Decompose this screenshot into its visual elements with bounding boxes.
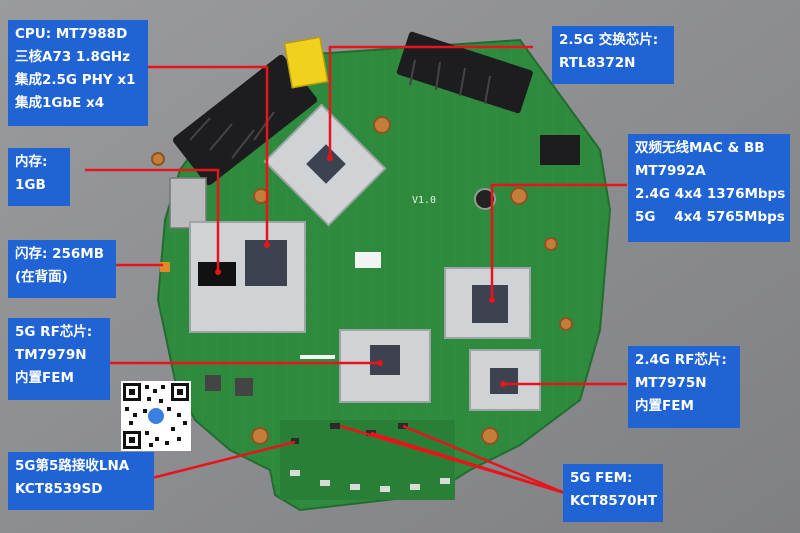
label-switch-line-1: 2.5G 交换芯片: bbox=[559, 32, 659, 48]
label-fem-line-2: KCT8570HT bbox=[570, 493, 658, 509]
label-wifi-mac-line-1: 双频无线MAC & BB bbox=[635, 140, 765, 156]
label-wifi-mac-line-4: 5G 4x4 5765Mbps bbox=[635, 209, 785, 225]
label-cpu-line-3: 集成2.5G PHY x1 bbox=[15, 72, 136, 88]
label-memory-line-1: 内存: bbox=[15, 154, 48, 170]
label-lna-line-2: KCT8539SD bbox=[15, 481, 103, 497]
label-rf5g-line-1: 5G RF芯片: bbox=[15, 324, 93, 340]
label-switch: 2.5G 交换芯片: RTL8372N bbox=[552, 26, 674, 84]
wifi-mac-chip bbox=[472, 285, 508, 323]
label-lna: 5G第5路接收LNA KCT8539SD bbox=[8, 452, 154, 510]
label-rf24g: 2.4G RF芯片: MT7975N 内置FEM bbox=[628, 346, 740, 428]
label-fem: 5G FEM: KCT8570HT bbox=[563, 464, 663, 522]
label-memory-line-2: 1GB bbox=[15, 177, 46, 193]
white-label bbox=[355, 252, 381, 268]
label-cpu-line-2: 三核A73 1.8GHz bbox=[15, 49, 131, 65]
dc-jack bbox=[540, 135, 580, 165]
label-wifi-mac: 双频无线MAC & BB MT7992A 2.4G 4x4 1376Mbps 5… bbox=[628, 134, 790, 242]
label-lna-line-1: 5G第5路接收LNA bbox=[15, 458, 130, 474]
usb-port bbox=[169, 177, 207, 229]
pointer-lines bbox=[85, 45, 627, 495]
switch-chip bbox=[306, 144, 346, 184]
label-wifi-mac-line-2: MT7992A bbox=[635, 163, 706, 179]
label-rf5g: 5G RF芯片: TM7979N 内置FEM bbox=[8, 318, 110, 400]
label-rf24g-line-3: 内置FEM bbox=[635, 398, 694, 414]
label-rf24g-line-2: MT7975N bbox=[635, 375, 707, 391]
yellow-wan-port bbox=[283, 36, 329, 89]
label-rf5g-line-3: 内置FEM bbox=[15, 370, 74, 386]
label-rf24g-line-1: 2.4G RF芯片: bbox=[635, 352, 727, 368]
label-flash-line-2: (在背面) bbox=[15, 269, 68, 285]
label-rf5g-line-2: TM7979N bbox=[15, 347, 87, 363]
label-flash-line-1: 闪存: 256MB bbox=[15, 246, 105, 262]
label-wifi-mac-line-3: 2.4G 4x4 1376Mbps bbox=[635, 186, 786, 202]
label-fem-line-1: 5G FEM: bbox=[570, 470, 633, 486]
qr-code bbox=[121, 381, 191, 451]
label-cpu-line-4: 集成1GbE x4 bbox=[15, 95, 105, 111]
label-cpu: CPU: MT7988D 三核A73 1.8GHz 集成2.5G PHY x1 … bbox=[8, 20, 148, 126]
rf24g-chip bbox=[490, 368, 518, 394]
label-cpu-line-1: CPU: MT7988D bbox=[15, 26, 128, 42]
label-memory: 内存: 1GB bbox=[8, 148, 70, 206]
rf5g-chip bbox=[370, 345, 400, 375]
board-silk-text: V1.0 bbox=[412, 195, 436, 206]
label-flash: 闪存: 256MB (在背面) bbox=[8, 240, 116, 298]
label-switch-line-2: RTL8372N bbox=[559, 55, 636, 71]
